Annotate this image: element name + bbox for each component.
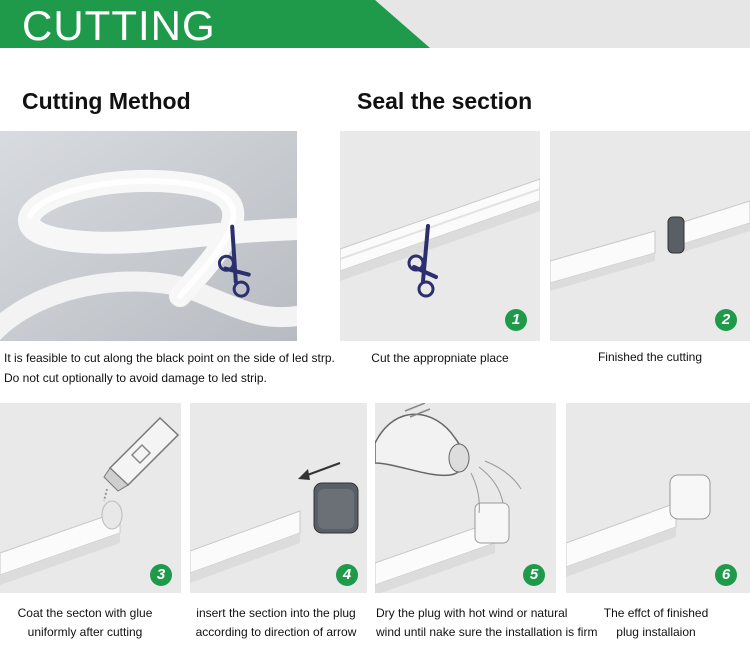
arrow-left-icon (298, 462, 341, 480)
step-3-panel: 3 (0, 403, 181, 593)
step-2-panel: 2 (550, 131, 750, 341)
cutting-method-caption: It is feasible to cut along the black po… (4, 348, 344, 388)
glue-tube-icon (103, 416, 180, 502)
step-6-caption: The effct of finished plug installaion (566, 604, 746, 642)
step-5-caption: Dry the plug with hot wind or natural wi… (376, 604, 606, 642)
step-1-caption: Cut the appropniate place (340, 348, 540, 368)
step-number-badge: 6 (715, 564, 737, 586)
banner-title: CUTTING (22, 2, 216, 49)
step-number-badge: 2 (715, 309, 737, 331)
step-4-caption: insert the section into the plug accordi… (186, 604, 366, 642)
caption-line: The effct of finished (603, 606, 709, 620)
caption-line: It is feasible to cut along the black po… (4, 351, 335, 365)
scissors-icon (407, 224, 438, 298)
caption-line: wind until nake sure the installation is… (376, 625, 598, 639)
step-1-panel: 1 (340, 131, 540, 341)
step-number-badge: 3 (150, 564, 172, 586)
step-number-badge: 4 (336, 564, 358, 586)
step-3-caption: Coat the secton with glue uniformly afte… (0, 604, 170, 642)
cutting-method-photo (0, 131, 297, 341)
caption-line: according to direction of arrow (195, 625, 357, 639)
heat-gun-icon (375, 403, 522, 514)
caption-line: uniformly after cutting (27, 625, 143, 639)
caption-line: plug installaion (616, 625, 696, 639)
step-number-badge: 5 (523, 564, 545, 586)
step-6-panel: 6 (566, 403, 750, 593)
cutting-method-heading: Cutting Method (22, 88, 191, 114)
header-banner: CUTTING (0, 0, 750, 49)
step-2-caption: Finished the cutting (550, 347, 750, 367)
caption-line: Cut the appropniate place (371, 351, 509, 365)
step-4-panel: 4 (190, 403, 367, 593)
caption-line: Coat the secton with glue (17, 606, 153, 620)
caption-line: Finished the cutting (597, 350, 703, 364)
banner-shape (0, 0, 750, 48)
step-5-panel: 5 (375, 403, 556, 593)
caption-line: insert the section into the plug (196, 606, 356, 620)
step-number-badge: 1 (505, 309, 527, 331)
caption-line: Dry the plug with hot wind or natural (376, 606, 568, 620)
seal-section-heading: Seal the section (357, 88, 533, 114)
caption-line: Do not cut optionally to avoid damage to… (4, 371, 267, 385)
scissors-icon (217, 224, 251, 298)
